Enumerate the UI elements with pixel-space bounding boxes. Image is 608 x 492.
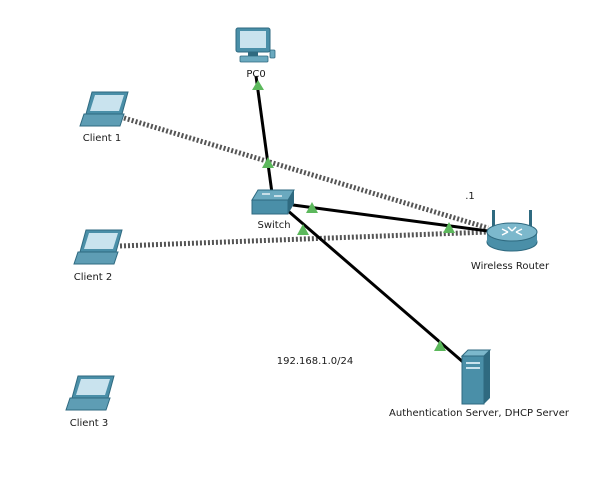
switch-icon	[251, 189, 295, 201]
link-up-indicator	[297, 224, 309, 235]
client2-device[interactable]	[73, 229, 123, 265]
wireless-link-client1	[123, 115, 489, 231]
pc0-device[interactable]	[235, 27, 276, 63]
link-up-indicator	[252, 80, 264, 90]
server-label: Authentication Server, DHCP Server	[389, 408, 569, 419]
router-device[interactable]	[486, 210, 538, 252]
client1-device[interactable]	[79, 91, 129, 127]
pc0-label: PC0	[246, 69, 266, 80]
link-up-indicator	[434, 340, 446, 351]
link-status-indicators	[252, 80, 455, 351]
server-device[interactable]	[460, 349, 492, 405]
cable-switch-router[interactable]	[292, 203, 489, 233]
client3-label: Client 3	[69, 418, 109, 429]
client3-device[interactable]	[65, 375, 115, 411]
subnet-label: 192.168.1.0/24	[276, 356, 354, 367]
gateway-label: .1	[465, 191, 475, 202]
switch-device[interactable]	[251, 189, 295, 215]
link-up-indicator	[306, 202, 318, 213]
router-label: Wireless Router	[470, 261, 550, 272]
client1-label: Client 1	[82, 133, 122, 144]
switch-label: Switch	[257, 220, 291, 231]
link-up-indicator	[262, 157, 274, 168]
wireless-link-client2	[119, 229, 489, 249]
cable-pc0-switch[interactable]	[254, 75, 274, 194]
cable-switch-server[interactable]	[286, 208, 464, 364]
client2-label: Client 2	[73, 272, 113, 283]
link-up-indicator	[443, 222, 455, 233]
